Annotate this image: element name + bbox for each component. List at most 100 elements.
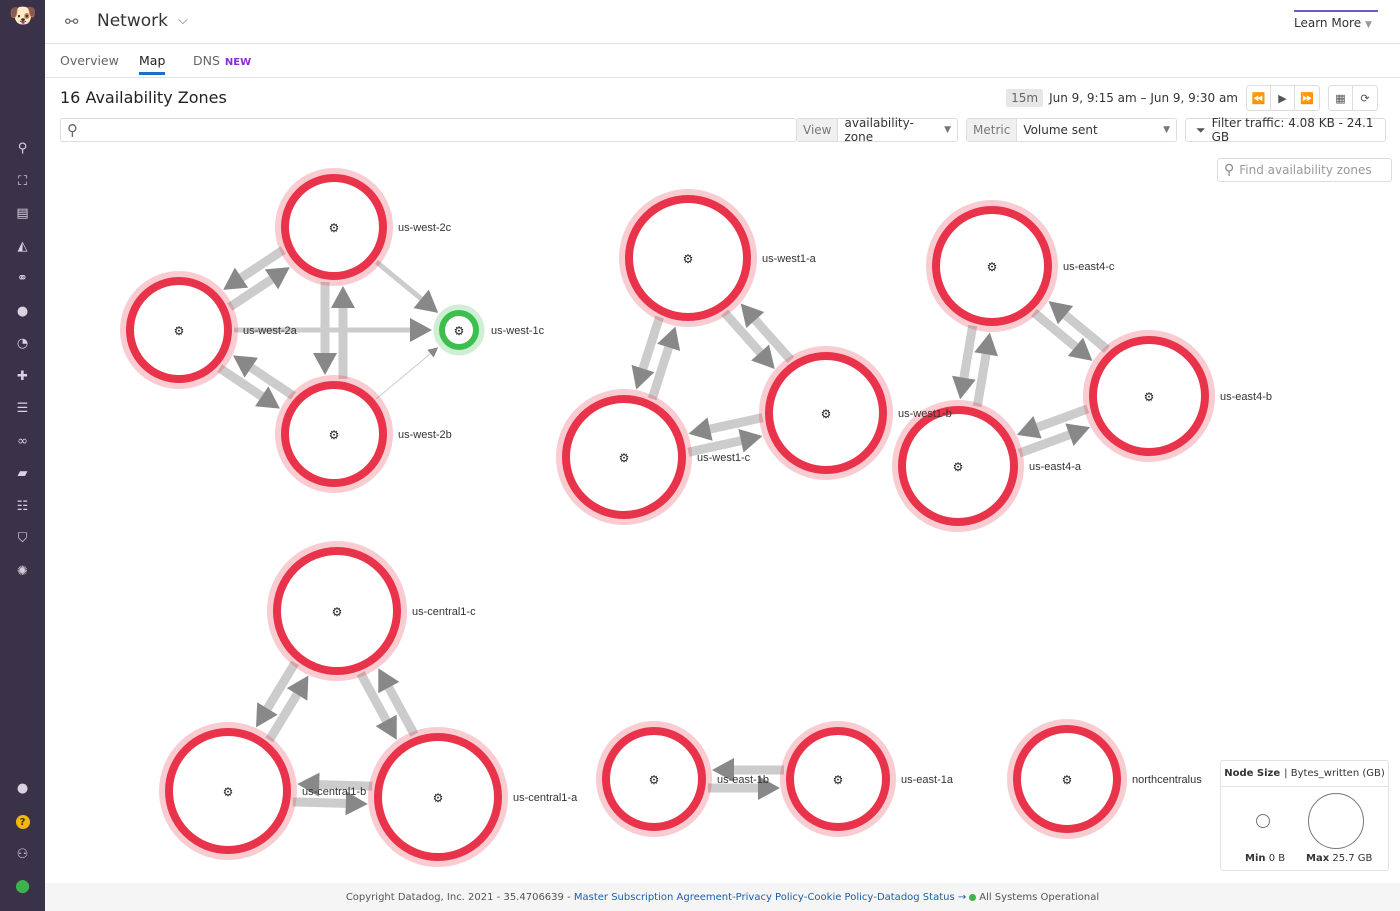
node-label: us-west1-b xyxy=(898,408,952,420)
node-us-east4-a[interactable]: ⚙ xyxy=(892,400,1024,532)
gauge-icon[interactable]: ◔ xyxy=(16,336,29,351)
node-us-west1-a[interactable]: ⚙ xyxy=(619,189,757,327)
services-gear-icon: ⚙ xyxy=(329,221,340,235)
edge-us-central1-a-to-us-central1-b[interactable] xyxy=(297,772,373,797)
node-us-west1-c[interactable]: ⚙ xyxy=(556,389,692,525)
edge-us-east4-b-to-us-east4-c[interactable] xyxy=(1048,301,1110,353)
edge-line xyxy=(972,353,991,408)
edge-us-west-2b-to-us-west-1c[interactable] xyxy=(375,347,439,400)
copyright: Copyright Datadog, Inc. 2021 - 35.470663… xyxy=(345,891,571,903)
alert-icon[interactable]: ● xyxy=(16,304,29,319)
puzzle-icon[interactable]: ✚ xyxy=(17,369,28,384)
edge-us-central1-b-to-us-central1-a[interactable] xyxy=(292,791,368,816)
shield-icon[interactable]: ⛉ xyxy=(17,531,28,546)
edge-us-west1-b-to-us-west1-a[interactable] xyxy=(740,303,795,363)
edge-us-west1-a-to-us-west1-c[interactable] xyxy=(631,315,664,390)
edge-us-east4-c-to-us-east4-b[interactable] xyxy=(1031,309,1093,361)
learn-more-button[interactable]: Learn More ▼ xyxy=(1294,10,1378,30)
node-label: northcentralus xyxy=(1132,774,1202,786)
node-us-east4-b[interactable]: ⚙ xyxy=(1083,330,1215,462)
filter-icon: ⏷ xyxy=(1196,122,1206,137)
edge-us-west-2b-to-us-west-2c[interactable] xyxy=(331,286,355,379)
edge-us-west1-a-to-us-west1-b[interactable] xyxy=(721,309,775,369)
edge-us-west1-c-to-us-west1-a[interactable] xyxy=(647,326,681,401)
edge-us-west-2a-to-us-west-2b[interactable] xyxy=(217,364,280,409)
calendar-icon[interactable]: ▦ xyxy=(1329,86,1353,110)
edge-us-west-2a-to-us-west-1c[interactable] xyxy=(234,318,432,342)
search-icon[interactable]: ⚲ xyxy=(17,141,28,156)
node-circle xyxy=(281,174,387,280)
chart-icon[interactable]: ◭ xyxy=(17,239,28,254)
find-zones-input[interactable]: ⚲Find availability zones xyxy=(1217,158,1392,182)
edge-us-east4-b-to-us-east4-a[interactable] xyxy=(1016,404,1090,439)
chat-icon[interactable]: ● xyxy=(16,781,29,796)
filter-label: Filter traffic: 4.08 KB - 24.1 GB xyxy=(1211,116,1374,144)
edge-us-west-2a-to-us-west-2c[interactable] xyxy=(227,267,290,311)
edge-us-west-2c-to-us-west-1c[interactable] xyxy=(374,260,439,313)
node-us-central1-c[interactable]: ⚙ xyxy=(267,541,407,681)
edge-us-west1-b-to-us-west1-c[interactable] xyxy=(688,413,764,441)
node-us-west1-b[interactable]: ⚙ xyxy=(759,346,893,480)
node-us-central1-b[interactable]: ⚙ xyxy=(159,722,297,860)
node-northcentralus[interactable]: ⚙ xyxy=(1007,719,1127,839)
tab-overview[interactable]: Overview xyxy=(60,53,119,68)
node-glow xyxy=(433,304,485,356)
edge-us-east-1b-to-us-east-1a[interactable] xyxy=(708,776,780,800)
node-us-east-1a[interactable]: ⚙ xyxy=(780,721,896,837)
edge-us-central1-b-to-us-central1-c[interactable] xyxy=(265,675,309,743)
gear-icon[interactable]: ✺ xyxy=(17,564,28,579)
edge-us-east4-c-to-us-east4-a[interactable] xyxy=(952,324,978,400)
edge-us-central1-c-to-us-central1-a[interactable] xyxy=(356,671,397,740)
node-us-west-1c[interactable]: ⚙ xyxy=(433,304,485,356)
status-link[interactable]: Datadog Status → xyxy=(876,891,967,903)
team-icon[interactable]: ⚇ xyxy=(16,847,29,862)
time-range[interactable]: Jun 9, 9:15 am – Jun 9, 9:30 am xyxy=(1049,91,1238,105)
node-us-west-2b[interactable]: ⚙ xyxy=(275,375,393,493)
datadog-logo[interactable]: 🐶 xyxy=(9,4,37,29)
node-us-east4-c[interactable]: ⚙ xyxy=(926,200,1058,332)
network-icon[interactable]: ⚭ xyxy=(17,271,28,286)
privacy-link[interactable]: Privacy Policy xyxy=(735,891,804,903)
user-avatar[interactable]: ⬤ xyxy=(15,879,30,894)
cookie-link[interactable]: Cookie Policy xyxy=(807,891,874,903)
msa-link[interactable]: Master Subscription Agreement xyxy=(573,891,733,903)
link-icon[interactable]: ∞ xyxy=(17,434,28,449)
search-input[interactable]: ⚲ xyxy=(60,118,797,142)
view-value: availability-zone xyxy=(844,116,914,144)
edge-arrowhead xyxy=(313,353,337,375)
filter-traffic-button[interactable]: ⏷ Filter traffic: 4.08 KB - 24.1 GB xyxy=(1185,116,1386,144)
edge-us-central1-c-to-us-central1-b[interactable] xyxy=(256,660,299,728)
play-icon[interactable]: ▶ xyxy=(1271,86,1295,110)
chevron-down-icon[interactable]: ⌵ xyxy=(178,13,188,28)
node-us-west-2a[interactable]: ⚙ xyxy=(120,271,238,389)
dashboard-icon[interactable]: ▤ xyxy=(16,206,29,221)
notebook-icon[interactable]: ▰ xyxy=(17,466,28,481)
page-header-title[interactable]: Network xyxy=(97,11,168,31)
rewind-icon[interactable]: ⏪ xyxy=(1247,86,1271,110)
edge-us-central1-a-to-us-central1-c[interactable] xyxy=(378,668,419,737)
edge-us-east4-a-to-us-east4-b[interactable] xyxy=(1017,423,1091,458)
time-controls: 15m Jun 9, 9:15 am – Jun 9, 9:30 am ⏪▶⏩ … xyxy=(1006,85,1378,111)
edge-us-west1-c-to-us-west1-b[interactable] xyxy=(687,429,763,457)
edge-us-west-2c-to-us-west-2a[interactable] xyxy=(223,246,286,290)
edge-us-west-2c-to-us-west-2b[interactable] xyxy=(313,282,337,375)
apm-icon[interactable]: ☷ xyxy=(16,499,29,514)
fast-forward-icon[interactable]: ⏩ xyxy=(1300,91,1314,105)
sep: - xyxy=(873,891,877,903)
time-range-badge[interactable]: 15m xyxy=(1006,89,1044,107)
binoculars-icon[interactable]: ⛶ xyxy=(17,174,28,189)
tab-map[interactable]: Map xyxy=(139,53,166,75)
help-icon[interactable]: ? xyxy=(0,814,45,830)
logs-icon[interactable]: ☰ xyxy=(16,401,29,416)
node-us-west-2c[interactable]: ⚙ xyxy=(275,168,393,286)
node-us-central1-a[interactable]: ⚙ xyxy=(368,727,508,867)
edge-us-east-1a-to-us-east-1b[interactable] xyxy=(712,758,784,782)
edge-us-west-2b-to-us-west-2a[interactable] xyxy=(233,355,296,400)
refresh-icon[interactable]: ⟳ xyxy=(1360,91,1370,105)
edge-us-east4-a-to-us-east4-c[interactable] xyxy=(972,332,998,408)
node-us-east-1b[interactable]: ⚙ xyxy=(596,721,712,837)
